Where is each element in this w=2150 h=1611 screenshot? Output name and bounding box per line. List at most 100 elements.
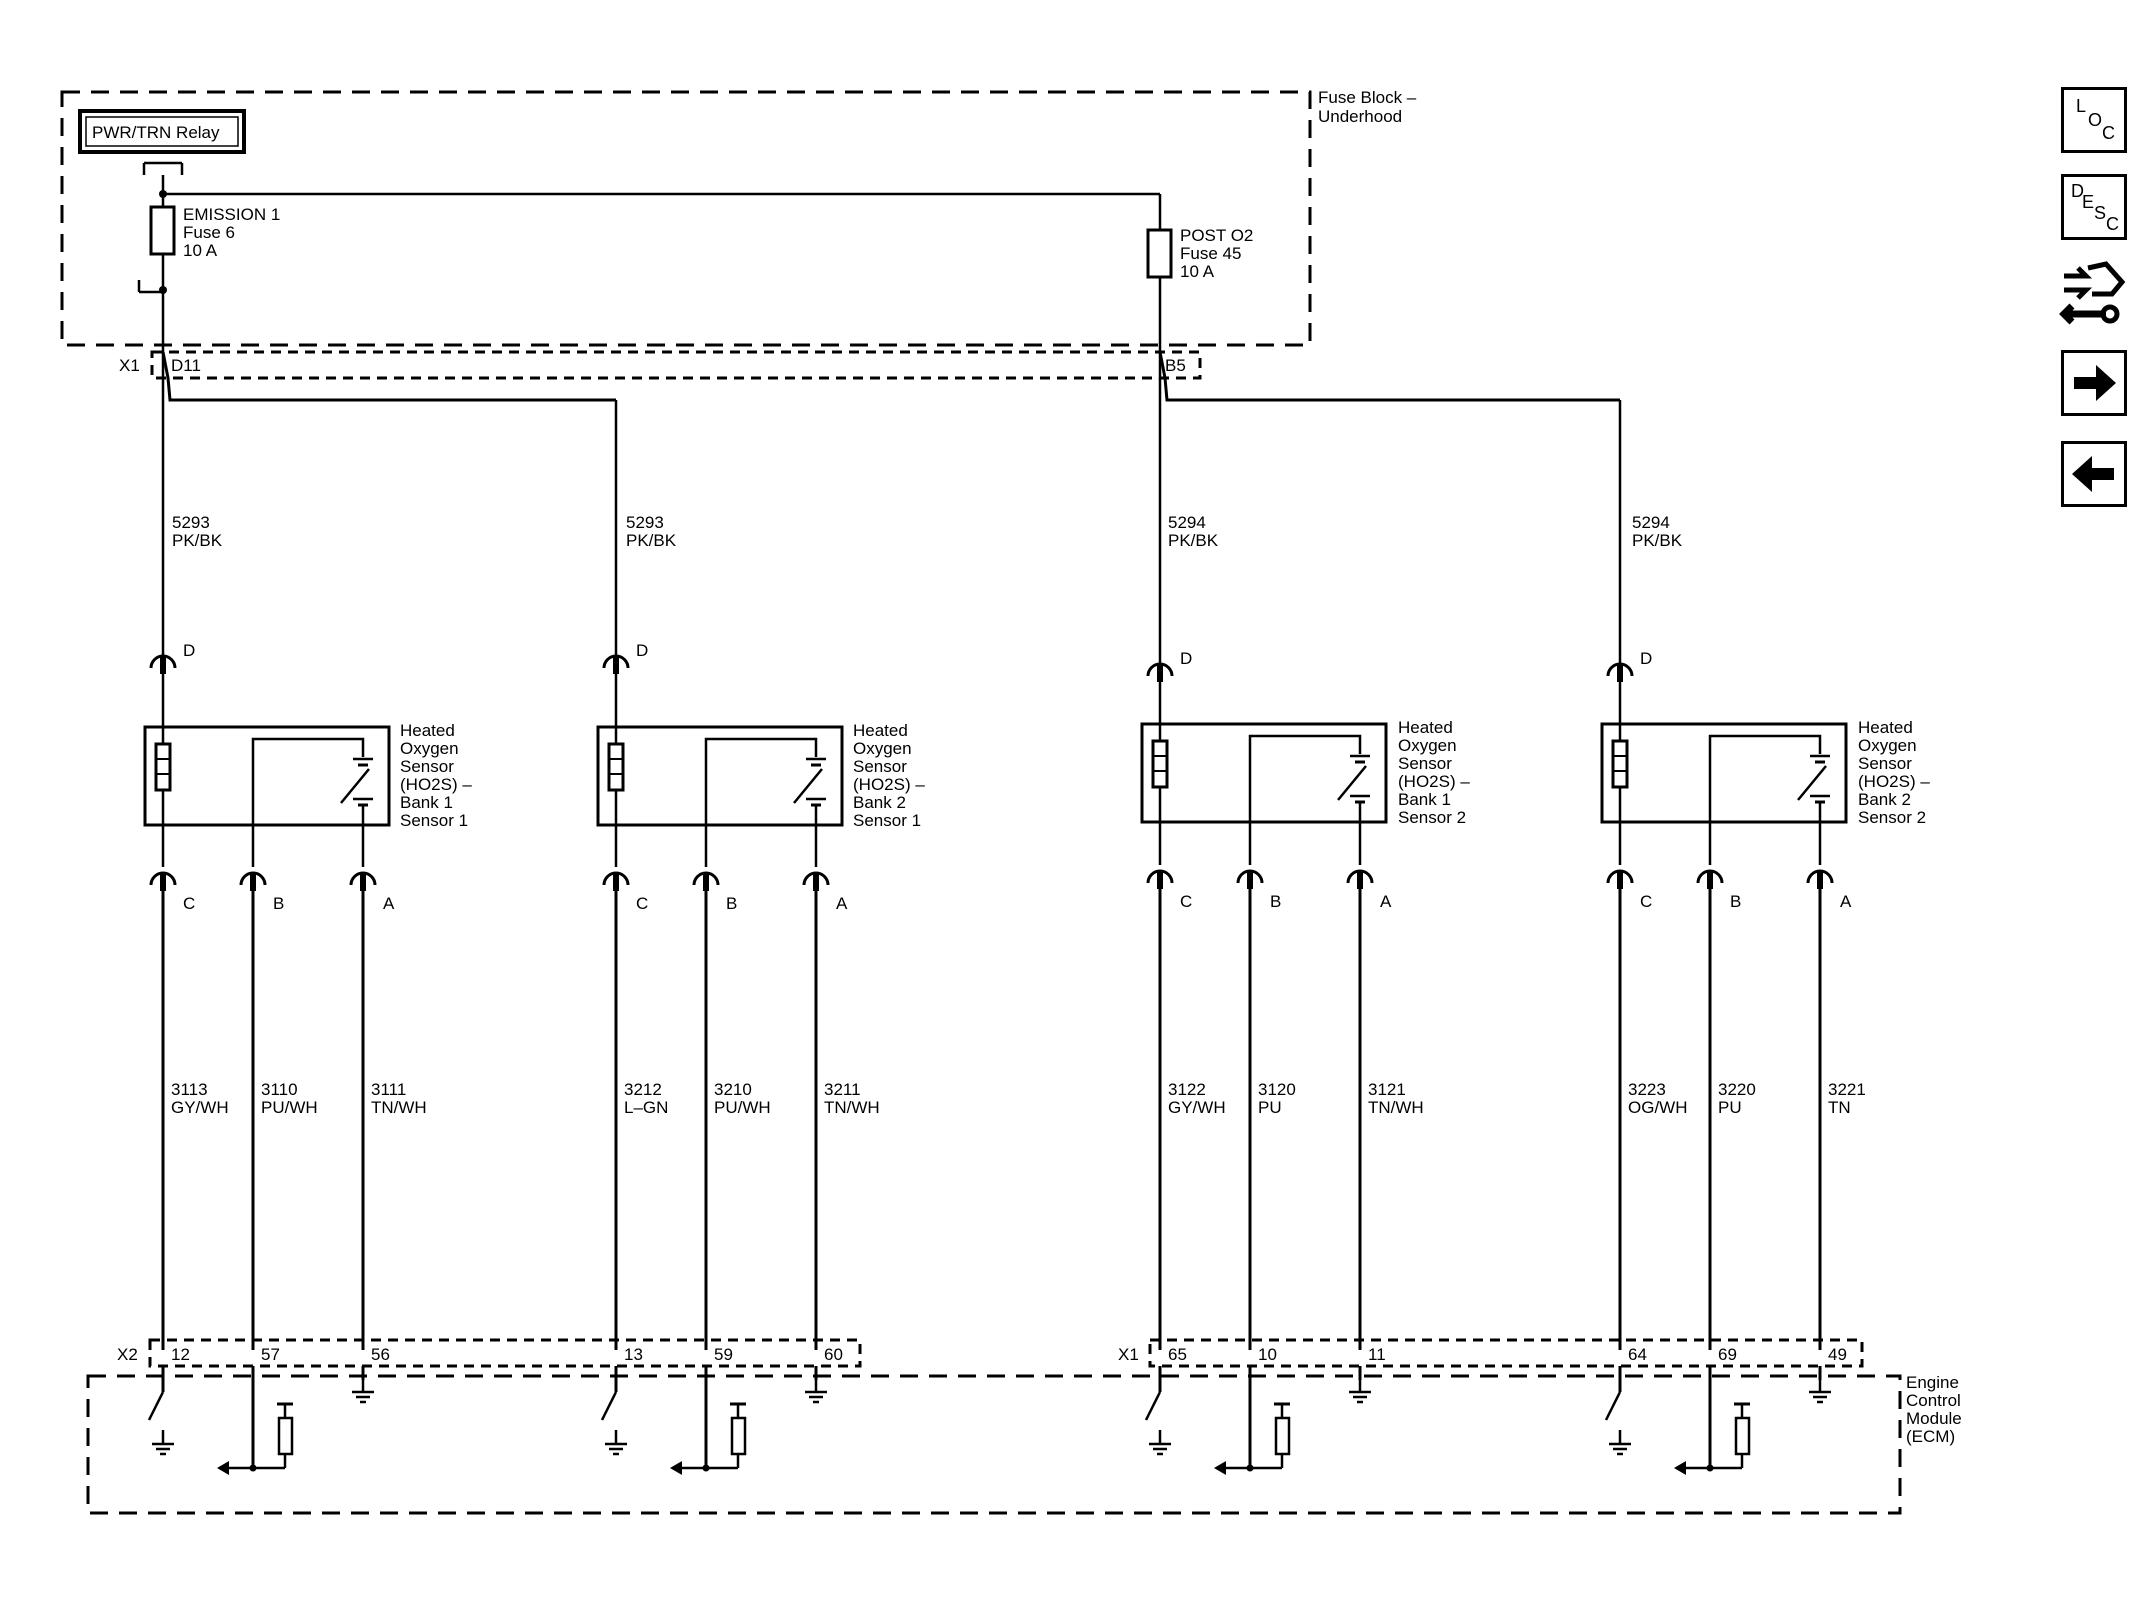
- sensor-4-pin-b: B: [1730, 892, 1741, 911]
- ecm-ground-4-c: [1609, 1430, 1631, 1456]
- sensor-2-pin-a: A: [836, 894, 848, 913]
- desc-letter-d: D: [2071, 181, 2084, 201]
- sensor-4-connector-c: [1606, 869, 1634, 889]
- ecm-ground-3-c: [1149, 1430, 1171, 1456]
- sensor-3-box: [1140, 722, 1388, 824]
- sensor-1-label-1: Heated: [400, 721, 455, 740]
- fuse-2-rating: 10 A: [1180, 262, 1215, 281]
- sensor-1-heater-icon: [154, 742, 172, 792]
- sensor-1-connector-c: [149, 871, 177, 891]
- fuse-block-outline: [60, 90, 1312, 347]
- sensor-3-pin-d: D: [1180, 649, 1192, 668]
- sensor-4-connector-b: [1696, 869, 1724, 889]
- ecm-outline: [86, 1374, 1902, 1515]
- ecm-input-arrow-icon: [217, 1461, 229, 1475]
- sensor-3-pin-c: C: [1180, 892, 1192, 911]
- sensor-4-connector-d: [1606, 662, 1634, 682]
- fuse-1-number: Fuse 6: [183, 223, 235, 242]
- ecm-pin-1-3: 56: [371, 1345, 390, 1364]
- prev-page-button[interactable]: [2061, 441, 2127, 507]
- sensor-1-pin-d: D: [183, 641, 195, 660]
- sensor-3-wire-2-circuit: 3120: [1258, 1080, 1296, 1099]
- fuse-block-label-2: Underhood: [1318, 107, 1402, 126]
- sensor-3-wire-3-color: TN/WH: [1368, 1098, 1424, 1117]
- ecm-label-3: Module: [1906, 1409, 1962, 1428]
- sensor-4-connector-a: [1806, 869, 1834, 889]
- desc-button[interactable]: D E S C: [2061, 174, 2127, 240]
- sensor-1-connector-d: [149, 654, 177, 674]
- sensor-4-wire-3-circuit: 3221: [1828, 1080, 1866, 1099]
- sensor-4-wire-2-color: PU: [1718, 1098, 1742, 1117]
- loc-letter-o: O: [2088, 110, 2103, 130]
- fuse-conn-x1: X1: [119, 356, 140, 375]
- ecm-input-arrow-icon: [670, 1461, 682, 1475]
- sensor-3-wire-3-circuit: 3121: [1368, 1080, 1406, 1099]
- ecm-pin-4-2: 69: [1718, 1345, 1737, 1364]
- loc-letter-l: L: [2076, 96, 2087, 116]
- fuse-post-o2: [1146, 228, 1173, 279]
- sensor-3-wire-1-color: GY/WH: [1168, 1098, 1226, 1117]
- ecm-ground-3-a: [1349, 1378, 1371, 1404]
- fuse-conn-pin-d11: D11: [171, 356, 201, 375]
- ecm-pin-2-2: 59: [714, 1345, 733, 1364]
- ecm-label-4: (ECM): [1906, 1427, 1955, 1446]
- fuse-block-label-1: Fuse Block –: [1318, 88, 1417, 107]
- ecm-switch-icon: [600, 1391, 618, 1421]
- ecm-pin-2-1: 13: [624, 1345, 643, 1364]
- sensor-2-box: [596, 725, 844, 827]
- sensor-2-connector-a: [802, 871, 830, 891]
- sensor-4-wire-1-color: OG/WH: [1628, 1098, 1688, 1117]
- relay-box: [78, 109, 246, 154]
- sensor-1-label-2: Oxygen: [400, 739, 459, 758]
- sensor-1-wire-2-circuit: 3110: [261, 1080, 298, 1099]
- sensor-3-label-4: (HO2S) –: [1398, 772, 1470, 791]
- desc-letter-s: S: [2094, 203, 2107, 223]
- sensor-3-label-6: Sensor 2: [1398, 808, 1466, 827]
- ecm-connector-outline-right: [1148, 1338, 1864, 1368]
- ecm-input-arrow-icon: [1674, 1461, 1686, 1475]
- sensor-1-pin-c: C: [183, 894, 195, 913]
- next-page-button[interactable]: [2061, 350, 2127, 416]
- fuse-1-rating: 10 A: [183, 241, 218, 260]
- ecm-label-2: Control: [1906, 1391, 1961, 1410]
- sensor-3-label-2: Oxygen: [1398, 736, 1457, 755]
- feed-4-circuit: 5294: [1632, 513, 1670, 532]
- feed-1-color: PK/BK: [172, 531, 223, 550]
- ecm-resistor-icon: [1734, 1416, 1751, 1456]
- ecm-resistor-icon: [730, 1416, 747, 1456]
- ecm-conn-x2: X2: [117, 1345, 138, 1364]
- sensor-1-wire-1-circuit: 3113: [171, 1080, 208, 1099]
- feed-3-color: PK/BK: [1168, 531, 1219, 550]
- sensor-4-label-1: Heated: [1858, 718, 1913, 737]
- sensor-1-wire-3-color: TN/WH: [371, 1098, 427, 1117]
- sensor-3-label-1: Heated: [1398, 718, 1453, 737]
- sensor-3-label-3: Sensor: [1398, 754, 1452, 773]
- ecm-ground-4-a: [1809, 1378, 1831, 1404]
- sensor-4-label-3: Sensor: [1858, 754, 1912, 773]
- feed-4-color: PK/BK: [1632, 531, 1683, 550]
- sensor-1-wire-1-color: GY/WH: [171, 1098, 229, 1117]
- ecm-ground-1-a: [352, 1378, 374, 1404]
- ecm-switch-icon: [1144, 1391, 1162, 1421]
- sensor-4-wire-2-circuit: 3220: [1718, 1080, 1756, 1099]
- loc-button[interactable]: L O C: [2061, 87, 2127, 153]
- sensor-2-label-1: Heated: [853, 721, 908, 740]
- relay-label: PWR/TRN Relay: [92, 123, 220, 142]
- sensor-2-wire-3-circuit: 3211: [824, 1080, 861, 1099]
- sensor-4-label-5: Bank 2: [1858, 790, 1911, 809]
- sensor-2-label-3: Sensor: [853, 757, 907, 776]
- sensor-2-label-4: (HO2S) –: [853, 775, 925, 794]
- fuse-emission1: [149, 205, 176, 256]
- ecm-switch-icon: [1604, 1391, 1622, 1421]
- sensor-1-pin-a: A: [383, 894, 395, 913]
- sensor-2-connector-d: [602, 654, 630, 674]
- fuse-1-name: EMISSION 1: [183, 205, 280, 224]
- feed-2-color: PK/BK: [626, 531, 677, 550]
- sensor-4-pin-c: C: [1640, 892, 1652, 911]
- sensor-3-heater-icon: [1151, 739, 1169, 789]
- sensor-1-label-5: Bank 1: [400, 793, 453, 812]
- sensor-2-label-5: Bank 2: [853, 793, 906, 812]
- schematic-connector-icon[interactable]: [2058, 258, 2130, 330]
- ecm-pin-4-3: 49: [1828, 1345, 1847, 1364]
- sensor-3-wire-1-circuit: 3122: [1168, 1080, 1206, 1099]
